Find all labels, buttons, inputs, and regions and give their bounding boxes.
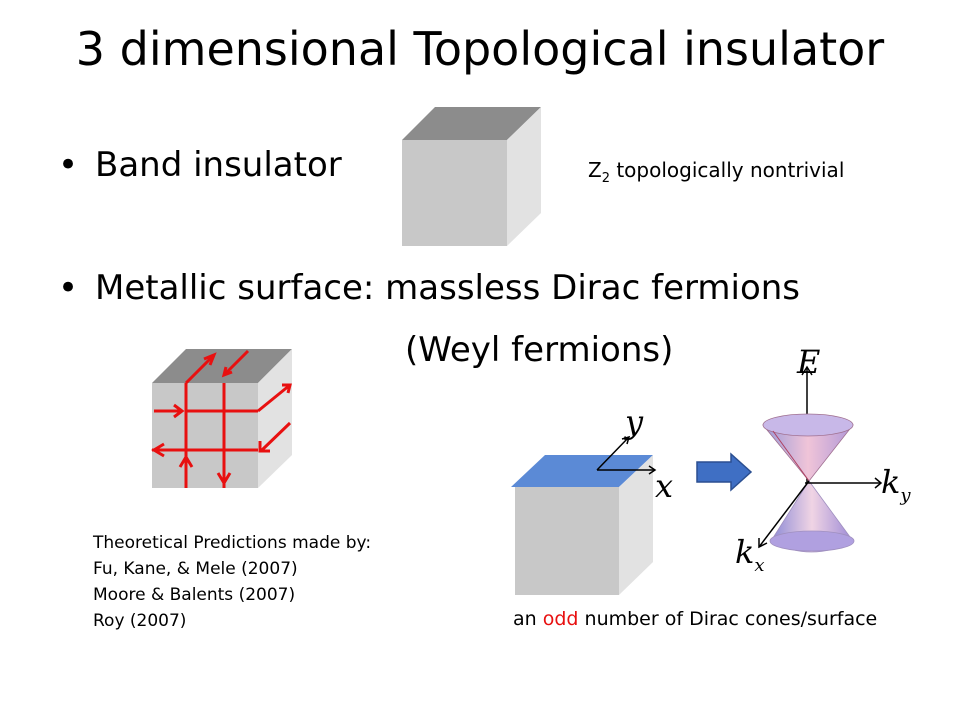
cube-front-face: [152, 383, 258, 488]
weyl-fermions-label: (Weyl fermions): [405, 330, 674, 370]
energy-label: E: [796, 345, 820, 381]
surface-cube-with-axes: y x: [511, 405, 673, 595]
prediction-author: Fu, Kane, & Mele (2007): [93, 559, 298, 579]
x-axis-label: x: [655, 467, 673, 505]
odd-dirac-cones-caption: an odd number of Dirac cones/surface: [513, 608, 878, 630]
cube-top-face: [402, 107, 541, 140]
prediction-author: Moore & Balents (2007): [93, 585, 296, 605]
dirac-cone-diagram: E ky kx: [735, 345, 911, 576]
surface-current-arrows: [151, 349, 292, 488]
z2-label: Z2 topologically nontrivial: [588, 158, 845, 186]
prediction-author: Roy (2007): [93, 611, 187, 631]
kx-label: kx: [735, 533, 765, 576]
ky-label: ky: [881, 463, 911, 506]
insulator-cube: [402, 107, 541, 246]
blue-arrow-icon: [696, 452, 753, 492]
blue-surface-top: [511, 455, 653, 487]
bullet-dot: •: [58, 268, 79, 308]
cube-top-face: [152, 349, 292, 383]
upper-cone-rim: [762, 413, 854, 437]
surface-current-cube: [151, 349, 292, 488]
y-axis-label: y: [623, 405, 644, 441]
ky-axis: [805, 477, 883, 489]
kx-axis: [758, 480, 810, 549]
page-title: 3 dimensional Topological insulator: [75, 22, 885, 76]
lower-cone-rim: [769, 530, 855, 552]
cube-side-face: [619, 455, 653, 595]
bullet-metallic-surface: Metallic surface: massless Dirac fermion…: [95, 268, 801, 308]
predictions-block: Theoretical Predictions made by: Fu, Kan…: [93, 530, 371, 634]
cube-front-face: [515, 487, 619, 595]
predictions-heading: Theoretical Predictions made by:: [93, 533, 372, 553]
xy-axes: [596, 435, 657, 475]
cube-front-face: [402, 140, 507, 246]
bullet-dot: •: [58, 145, 79, 185]
cube-side-face: [507, 107, 541, 246]
bullet-band-insulator: Band insulator: [95, 145, 342, 185]
